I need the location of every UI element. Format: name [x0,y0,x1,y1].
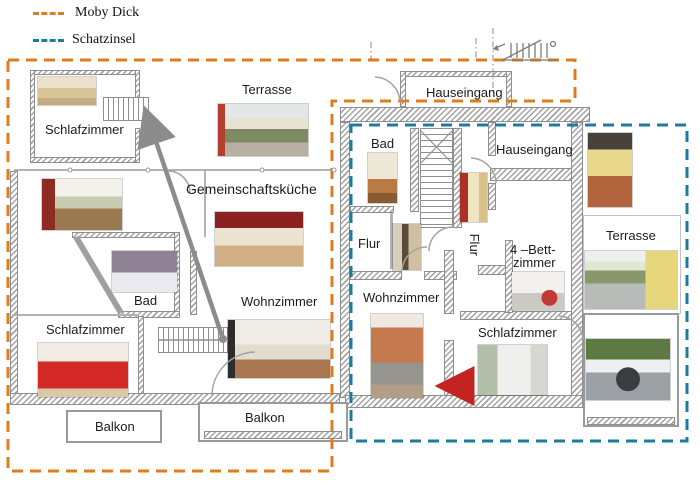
label-flur-horizontal: Flur [358,236,381,251]
legend-dash-schatzinsel [33,39,64,42]
label-hauseingang-right: Hauseingang [496,142,573,157]
photo-flur-left [393,224,421,270]
label-bad-left: Bad [134,293,158,308]
wall [340,122,350,398]
photo-4bettzimmer [512,272,564,310]
wall [400,71,406,107]
photo-schlafzimmer-top-left [38,77,96,105]
stairs-right-building [420,128,453,228]
label-schlafzimmer-bottom-left: Schlafzimmer [46,322,125,337]
legend-label-moby-dick: Moby Dick [75,5,140,20]
wall [72,232,180,238]
legend-label-schatzinsel: Schatzinsel [72,32,136,47]
wall [30,70,35,162]
photo-hauseingang-right [588,133,632,207]
photo-terrasse-right [585,251,677,309]
photo-terrasse-left [218,104,308,156]
label-schlafzimmer-top-left: Schlafzimmer [45,122,124,137]
wall [135,128,140,163]
wall [460,311,572,320]
label-gemeinschaftskueche: Gemeinschaftsküche [186,181,317,197]
photo-bad-left [112,251,177,292]
wall [410,128,419,212]
label-schlafzimmer-right: Schlafzimmer [478,325,557,340]
wall [444,340,454,396]
label-terrasse-right: Terrasse [606,228,656,243]
wall [340,107,590,122]
label-bad-right: Bad [371,136,395,151]
photo-schlafzimmer-right [478,345,547,395]
legend-dash-moby-dick [33,12,64,15]
wall [190,251,197,315]
photo-wohnzimmer-right [371,314,423,398]
wall [30,157,140,163]
wall [10,171,18,397]
label-wohnzimmer-right: Wohnzimmer [363,290,440,305]
wall [488,183,496,210]
wall [587,417,675,425]
stairs-left-building [158,327,228,353]
wall [490,168,572,181]
wall [350,206,394,213]
gray-arrow [137,105,225,337]
wall [506,71,512,107]
wall [571,122,583,398]
photo-bad-right [368,153,397,203]
photo-wintergarten [42,179,122,230]
photo-flur-right [460,173,487,222]
wall [478,265,508,275]
wall [444,250,454,314]
wall [12,314,139,316]
label-4bettzimmer-line2: zimmer [513,255,556,270]
label-hauseingang-top: Hauseingang [426,85,503,100]
label-terrasse-left: Terrasse [242,82,292,97]
label-flur-vertical: Flur [466,233,482,257]
label-balkon-left: Balkon [95,419,135,434]
photo-schlafzimmer-bottom-left [38,343,128,397]
wall [30,70,140,75]
stairs-top-left [103,97,149,121]
stair-section-icon [492,39,558,61]
photo-balkon-right [586,339,670,400]
wall [350,271,402,280]
label-balkon-mid: Balkon [245,410,285,425]
wall [138,316,144,394]
wall [14,169,336,171]
label-wohnzimmer-left: Wohnzimmer [241,294,318,309]
wall [488,122,496,156]
photo-gemeinschaftskueche [215,212,303,266]
photo-wohnzimmer-left [228,320,330,378]
wall [204,431,342,439]
wall [400,71,512,77]
